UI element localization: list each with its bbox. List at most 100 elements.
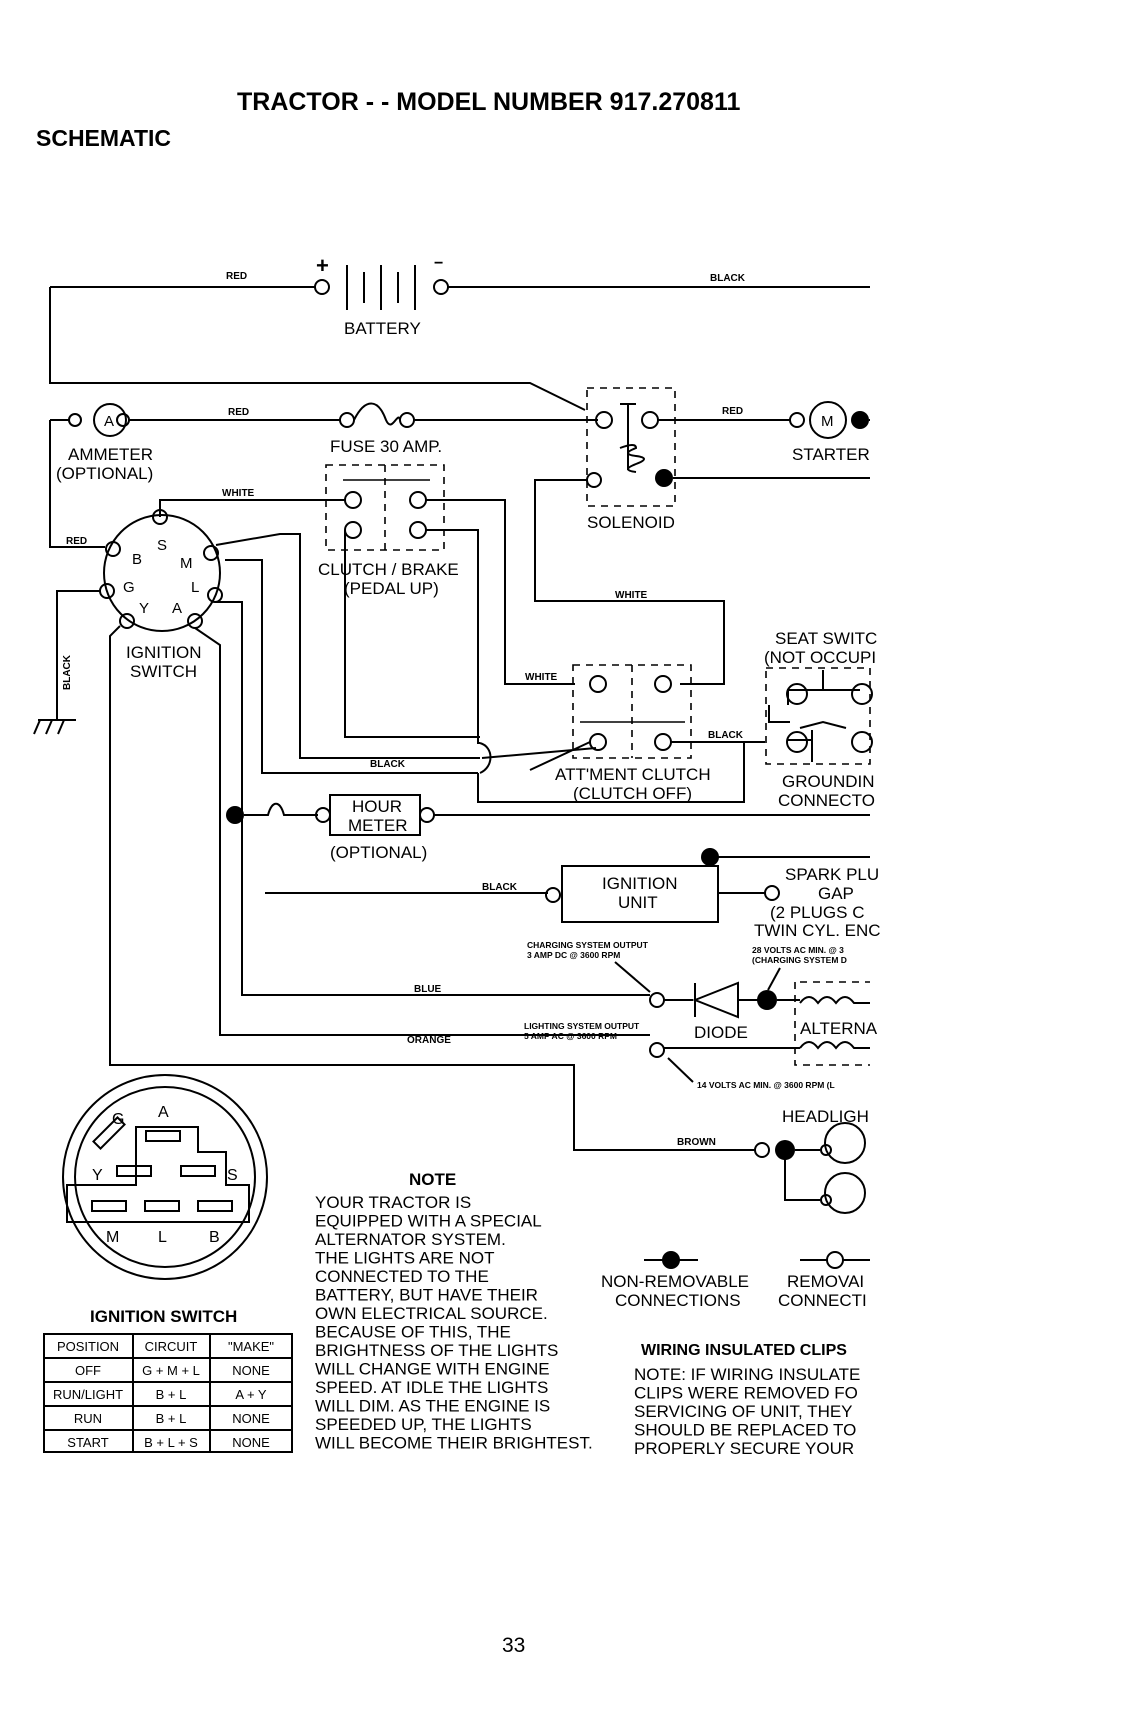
starter-letter: M — [821, 413, 834, 430]
ignition-switch-symbol — [99, 509, 223, 632]
ignition-switch-label-1: IGNITION — [126, 643, 202, 662]
table-cell: B + L + S — [144, 1435, 198, 1450]
page-number: 33 — [502, 1634, 525, 1657]
note-line: WILL BECOME THEIR BRIGHTEST. — [315, 1434, 593, 1453]
switch-terminal-l: L — [191, 579, 199, 596]
charging-output-line-2: 3 AMP DC @ 3600 RPM — [527, 950, 620, 960]
wire-label-blue: BLUE — [414, 984, 442, 995]
note-line: EQUIPPED WITH A SPECIAL — [315, 1212, 542, 1231]
starter-motor-symbol — [789, 401, 870, 439]
fuse-label: FUSE 30 AMP. — [330, 437, 442, 456]
plug-terminal-s: S — [227, 1167, 238, 1184]
ground-symbol — [33, 700, 76, 735]
wire-label-orange: ORANGE — [407, 1035, 451, 1046]
ammeter-letter: A — [104, 413, 114, 430]
plug-terminal-a: A — [158, 1104, 169, 1121]
clips-title: WIRING INSULATED CLIPS — [641, 1342, 847, 1359]
alternator-label: ALTERNA — [800, 1019, 878, 1038]
legend-removable-symbol — [800, 1251, 870, 1269]
legend-removable-2: CONNECTI — [778, 1291, 867, 1310]
spark-plug-label-2: GAP — [818, 884, 854, 903]
wire-label-red-starter: RED — [722, 406, 743, 417]
table-cell: B + L — [156, 1387, 187, 1402]
switch-terminal-y: Y — [139, 600, 149, 617]
table-cell: NONE — [232, 1435, 270, 1450]
wire-label-red-switch: RED — [66, 536, 87, 547]
switch-terminal-a: A — [172, 600, 182, 617]
table-header-cell: "MAKE" — [228, 1339, 274, 1354]
note-line: ALTERNATOR SYSTEM. — [315, 1230, 506, 1249]
legend-removable-1: REMOVAI — [787, 1272, 864, 1291]
switch-position-table — [43, 1333, 293, 1453]
battery-label: BATTERY — [344, 319, 421, 338]
lighting-output-line-1: LIGHTING SYSTEM OUTPUT — [524, 1021, 640, 1031]
seat-switch-label-1: SEAT SWITC — [775, 629, 877, 648]
hour-meter-symbol — [315, 794, 870, 836]
wire-label-black-hourmeter: BLACK — [370, 759, 406, 770]
table-cell: RUN — [74, 1411, 102, 1426]
note-line: BECAUSE OF THIS, THE — [315, 1323, 511, 1342]
clutch-brake-switch-symbol — [325, 464, 445, 551]
table-cell: NONE — [232, 1411, 270, 1426]
table-cell: RUN/LIGHT — [53, 1387, 123, 1402]
seat-switch-symbol — [765, 667, 873, 765]
table-cell: G + M + L — [142, 1363, 200, 1378]
svg-text:+: + — [316, 253, 329, 278]
clips-line: PROPERLY SECURE YOUR — [634, 1439, 854, 1458]
note-line: THE LIGHTS ARE NOT — [315, 1249, 494, 1268]
plug-terminal-y: Y — [92, 1167, 103, 1184]
wire-label-red-battery: RED — [226, 271, 247, 282]
diode-label: DIODE — [694, 1023, 748, 1042]
plug-diagram-title: IGNITION SWITCH — [90, 1307, 237, 1326]
note-line: BATTERY, BUT HAVE THEIR — [315, 1286, 538, 1305]
seat-switch-label-2: (NOT OCCUPI — [764, 648, 876, 667]
ammeter-symbol — [50, 403, 340, 437]
attachment-clutch-label-1: ATT'MENT CLUTCH — [555, 765, 711, 784]
clips-line: SHOULD BE REPLACED TO — [634, 1421, 856, 1440]
clips-line: SERVICING OF UNIT, THEY — [634, 1402, 853, 1421]
note-line: OWN ELECTRICAL SOURCE. — [315, 1304, 548, 1323]
fuse-symbol — [339, 402, 598, 428]
table-cell: B + L — [156, 1411, 187, 1426]
volts-14-annotation: 14 VOLTS AC MIN. @ 3600 RPM (L — [697, 1080, 835, 1090]
note-line: WILL CHANGE WITH ENGINE — [315, 1360, 550, 1379]
ammeter-label-2: (OPTIONAL) — [56, 464, 153, 483]
table-header-cell: POSITION — [57, 1339, 119, 1354]
table-cell: NONE — [232, 1363, 270, 1378]
section-heading: SCHEMATIC — [36, 125, 171, 151]
legend-non-removable-symbol — [644, 1251, 698, 1269]
switch-terminal-s: S — [157, 537, 167, 554]
attachment-clutch-label-2: (CLUTCH OFF) — [573, 784, 692, 803]
grounding-label-1: GROUNDIN — [782, 772, 875, 791]
wire-label-black-battery: BLACK — [710, 273, 746, 284]
table-cell: A + Y — [235, 1387, 267, 1402]
ignition-unit-label-1: IGNITION — [602, 874, 678, 893]
wire-label-brown: BROWN — [677, 1137, 716, 1148]
wire-label-white-attachment: WHITE — [525, 672, 558, 683]
table-cell: START — [67, 1435, 108, 1450]
charging-output-line-1: CHARGING SYSTEM OUTPUT — [527, 940, 649, 950]
svg-text:−: − — [434, 255, 443, 272]
lighting-output-line-2: 5 AMP AC @ 3600 RPM — [524, 1031, 617, 1041]
clips-line: NOTE: IF WIRING INSULATE — [634, 1365, 860, 1384]
grounding-label-2: CONNECTO — [778, 791, 875, 810]
solenoid-symbol — [586, 387, 790, 507]
plug-terminal-m: M — [106, 1229, 119, 1246]
note-line: WILL DIM. AS THE ENGINE IS — [315, 1397, 550, 1416]
alternator-symbol — [663, 981, 870, 1066]
wire-label-white-solenoid: WHITE — [615, 590, 648, 601]
ignition-switch-plug-diagram — [62, 1074, 268, 1280]
plug-terminal-g: G — [112, 1111, 124, 1128]
volts-28-line-2: (CHARGING SYSTEM D — [752, 955, 847, 965]
spark-plug-label-1: SPARK PLU — [785, 865, 879, 884]
headlight-symbol — [754, 1122, 866, 1214]
headlight-label: HEADLIGH — [782, 1107, 869, 1126]
plug-terminal-l: L — [158, 1229, 167, 1246]
volts-28-line-1: 28 VOLTS AC MIN. @ 3 — [752, 945, 844, 955]
wire-label-red-ammeter: RED — [228, 407, 249, 418]
battery-circuit: + − — [49, 253, 870, 411]
clutch-brake-label-2: (PEDAL UP) — [344, 579, 439, 598]
